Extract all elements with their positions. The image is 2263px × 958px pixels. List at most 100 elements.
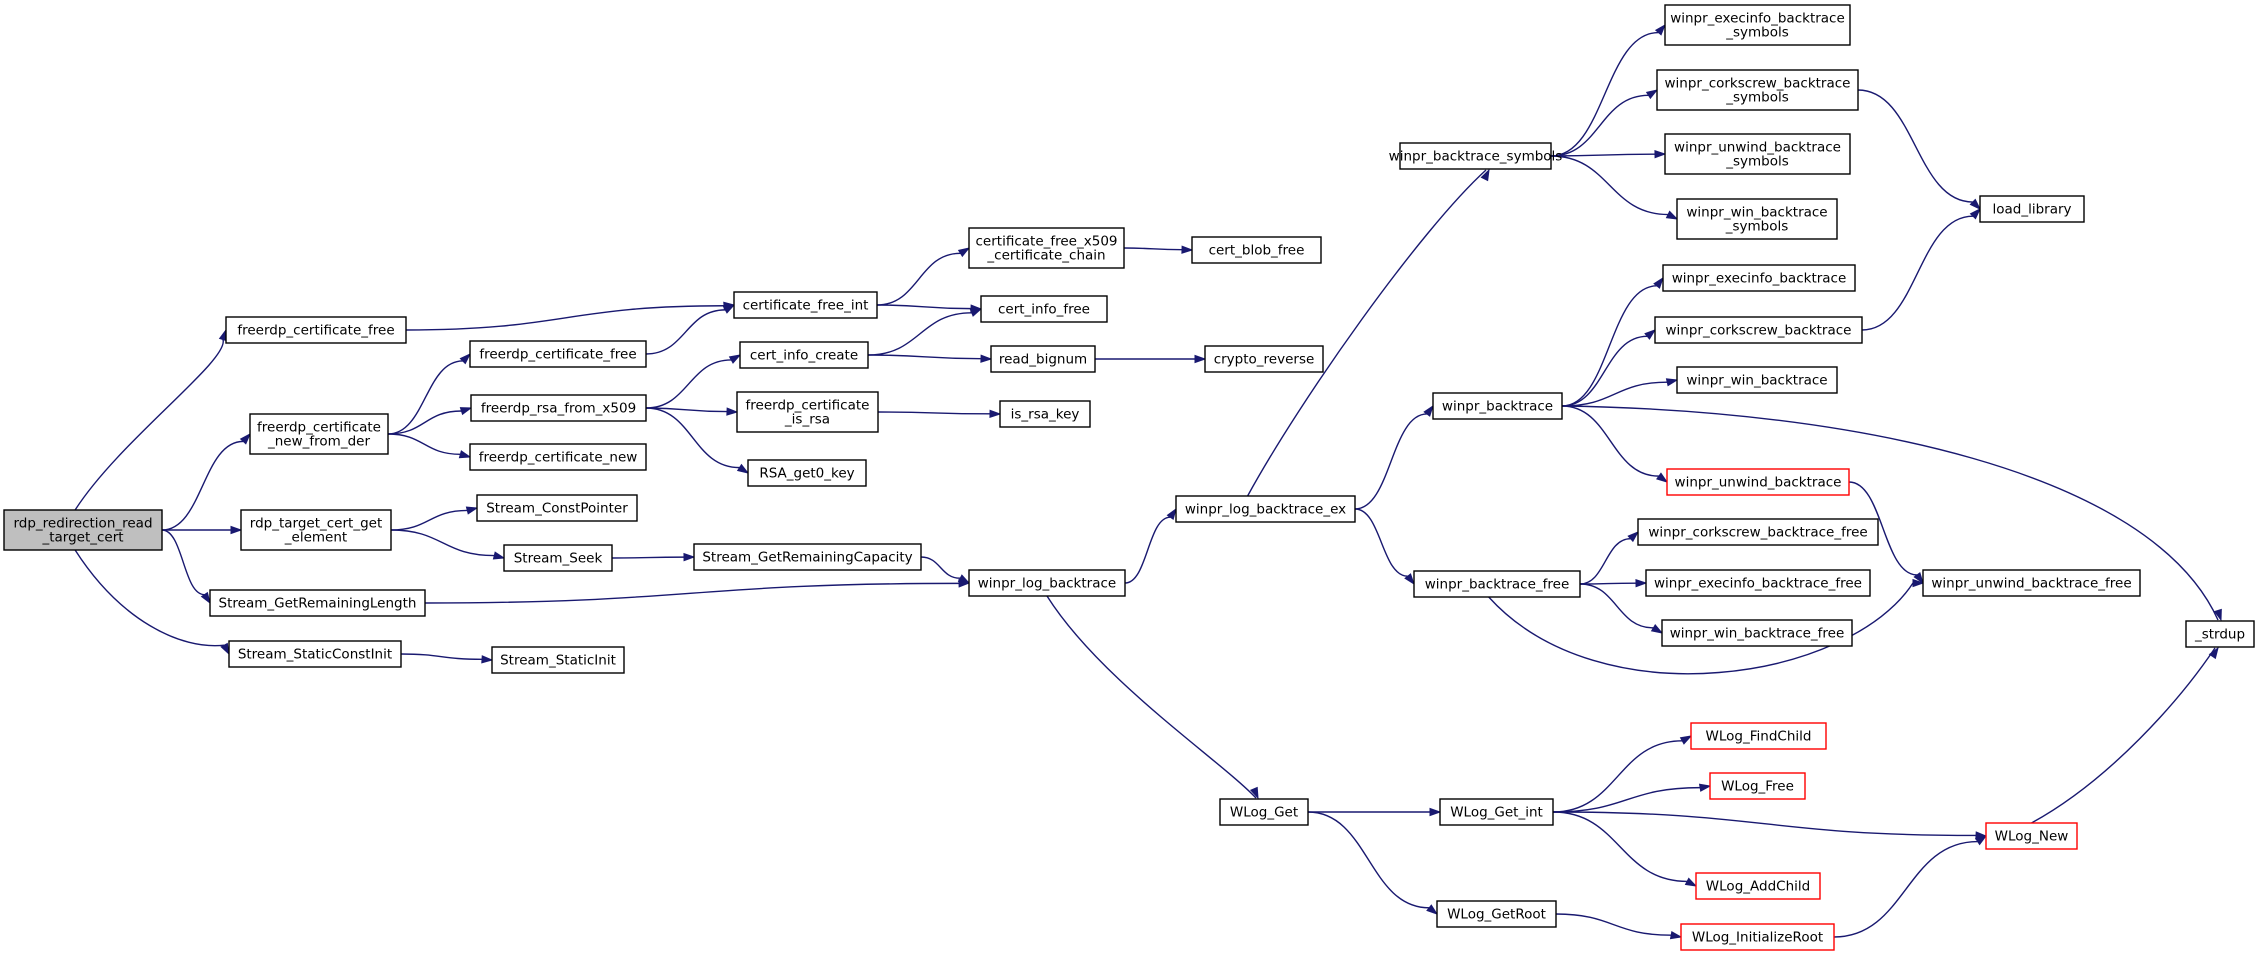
edge-line bbox=[1579, 583, 1654, 629]
node-wcbf[interactable]: winpr_corkscrew_backtrace_free bbox=[1637, 518, 1879, 546]
node-strdup[interactable]: _strdup bbox=[2185, 620, 2255, 648]
edge-line bbox=[611, 556, 685, 559]
node-cfi[interactable]: certificate_free_int bbox=[733, 291, 878, 319]
node-wbf[interactable]: winpr_backtrace_free bbox=[1413, 570, 1581, 598]
node-wlget[interactable]: WLog_Get bbox=[1219, 798, 1309, 826]
arrowhead bbox=[1181, 245, 1194, 254]
edge-line bbox=[867, 312, 972, 356]
arrowhead bbox=[957, 247, 971, 258]
node-box bbox=[693, 543, 922, 571]
node-ssci[interactable]: Stream_StaticConstInit bbox=[228, 640, 402, 668]
arrowhead bbox=[683, 552, 696, 562]
node-wcb[interactable]: winpr_corkscrew_backtrace bbox=[1654, 316, 1863, 344]
edge-wlb-to-wlbex bbox=[1124, 507, 1177, 584]
node-fcnfd[interactable]: freerdp_certificate_new_from_der bbox=[249, 413, 389, 455]
node-root[interactable]: rdp_redirection_read_target_cert bbox=[3, 509, 163, 551]
node-wubs[interactable]: winpr_unwind_backtrace_symbols bbox=[1664, 133, 1851, 175]
edge-wgi-to-wnew bbox=[1552, 811, 1988, 840]
node-label: winpr_win_backtrace_free bbox=[1670, 626, 1845, 642]
node-frfx[interactable]: freerdp_rsa_from_x509 bbox=[470, 394, 647, 422]
node-box bbox=[476, 494, 638, 522]
node-label: certificate_free_x509 bbox=[976, 234, 1118, 250]
node-webs[interactable]: winpr_execinfo_backtrace_symbols bbox=[1664, 4, 1851, 46]
node-ll[interactable]: load_library bbox=[1979, 195, 2085, 223]
node-label: rdp_redirection_read bbox=[13, 516, 152, 532]
node-web[interactable]: winpr_execinfo_backtrace bbox=[1662, 264, 1856, 292]
node-label: Stream_StaticInit bbox=[500, 653, 616, 669]
node-fcf2[interactable]: freerdp_certificate_free bbox=[469, 340, 647, 368]
arrowhead bbox=[989, 409, 1002, 419]
node-label: winpr_corkscrew_backtrace bbox=[1665, 323, 1851, 339]
arrowhead bbox=[220, 642, 230, 656]
node-rsa[interactable]: RSA_get0_key bbox=[747, 459, 867, 487]
node-cic[interactable]: cert_info_create bbox=[739, 341, 869, 369]
arrowhead bbox=[980, 354, 993, 363]
node-wwbf[interactable]: winpr_win_backtrace_free bbox=[1661, 619, 1853, 647]
node-cif[interactable]: cert_info_free bbox=[980, 295, 1108, 323]
edge-wbs-to-webs bbox=[1550, 23, 1666, 157]
node-cbf[interactable]: cert_blob_free bbox=[1191, 236, 1322, 264]
node-wlbex[interactable]: winpr_log_backtrace_ex bbox=[1175, 495, 1356, 523]
arrowhead bbox=[1912, 578, 1925, 588]
node-box bbox=[225, 316, 407, 344]
edge-sgrl-to-wlb bbox=[424, 579, 971, 604]
node-label: winpr_unwind_backtrace bbox=[1675, 475, 1842, 491]
node-wubf[interactable]: winpr_unwind_backtrace_free bbox=[1922, 569, 2141, 597]
edge-line bbox=[1579, 537, 1631, 585]
node-wwb[interactable]: winpr_win_backtrace bbox=[1676, 366, 1838, 394]
node-sgrl[interactable]: Stream_GetRemainingLength bbox=[209, 589, 426, 617]
node-fcir[interactable]: freerdp_certificate_is_rsa bbox=[736, 391, 879, 433]
node-wnew[interactable]: WLog_New bbox=[1985, 822, 2078, 850]
node-fcf1[interactable]: freerdp_certificate_free bbox=[225, 316, 407, 344]
node-irk[interactable]: is_rsa_key bbox=[999, 400, 1091, 428]
node-wbt[interactable]: winpr_backtrace bbox=[1432, 392, 1563, 420]
arrowhead bbox=[722, 304, 736, 314]
arrowhead bbox=[1429, 807, 1442, 817]
node-wgi[interactable]: WLog_Get_int bbox=[1439, 798, 1554, 826]
node-box bbox=[469, 340, 647, 368]
node-scp[interactable]: Stream_ConstPointer bbox=[476, 494, 638, 522]
node-box bbox=[249, 413, 389, 455]
node-wgr[interactable]: WLog_GetRoot bbox=[1436, 900, 1557, 928]
edge-wgi-to-wfc bbox=[1552, 735, 1693, 813]
edge-line bbox=[1552, 786, 1701, 813]
node-box bbox=[1439, 798, 1554, 826]
node-box bbox=[1413, 570, 1581, 598]
node-wbs[interactable]: winpr_backtrace_symbols bbox=[1389, 142, 1563, 170]
edge-wnew-to-strdup bbox=[2031, 646, 2219, 824]
arrowhead bbox=[458, 450, 472, 459]
node-rtcge[interactable]: rdp_target_cert_get_element bbox=[240, 509, 392, 551]
edge-line bbox=[2031, 647, 2216, 824]
edge-line bbox=[1307, 811, 1430, 909]
node-wcbs[interactable]: winpr_corkscrew_backtrace_symbols bbox=[1656, 69, 1859, 111]
node-box bbox=[1709, 772, 1806, 800]
edge-line bbox=[1354, 413, 1427, 510]
node-cfx[interactable]: certificate_free_x509_certificate_chain bbox=[968, 227, 1125, 269]
node-layer: rdp_redirection_read_target_cert freerdp_… bbox=[3, 4, 2255, 951]
node-wub[interactable]: winpr_unwind_backtrace bbox=[1666, 468, 1850, 496]
node-box bbox=[1654, 316, 1863, 344]
node-wir[interactable]: WLog_InitializeRoot bbox=[1680, 923, 1835, 951]
node-sgrc[interactable]: Stream_GetRemainingCapacity bbox=[693, 543, 922, 571]
node-wfree[interactable]: WLog_Free bbox=[1709, 772, 1806, 800]
edge-wgr-to-wir bbox=[1555, 913, 1683, 940]
node-wwbs[interactable]: winpr_win_backtrace_symbols bbox=[1676, 198, 1838, 240]
node-sseek[interactable]: Stream_Seek bbox=[503, 544, 613, 572]
node-crev[interactable]: crypto_reverse bbox=[1204, 345, 1324, 373]
arrowhead bbox=[1480, 168, 1490, 182]
arrowhead bbox=[1698, 783, 1712, 792]
edge-wgi-to-wfree bbox=[1552, 783, 1712, 813]
node-webf[interactable]: winpr_execinfo_backtrace_free bbox=[1645, 569, 1871, 597]
node-wfc[interactable]: WLog_FindChild bbox=[1690, 722, 1827, 750]
edge-fcir-to-irk bbox=[877, 409, 1002, 419]
node-wlb[interactable]: winpr_log_backtrace bbox=[968, 569, 1126, 597]
node-box bbox=[968, 569, 1126, 597]
node-fcn[interactable]: freerdp_certificate_new bbox=[469, 443, 647, 471]
node-wac[interactable]: WLog_AddChild bbox=[1695, 872, 1821, 900]
node-label: read_bignum bbox=[999, 352, 1087, 368]
node-rbn[interactable]: read_bignum bbox=[990, 345, 1096, 373]
node-box bbox=[747, 459, 867, 487]
node-label: Stream_StaticConstInit bbox=[238, 647, 392, 663]
arrowhead bbox=[1423, 404, 1434, 417]
node-ssi[interactable]: Stream_StaticInit bbox=[491, 646, 625, 674]
